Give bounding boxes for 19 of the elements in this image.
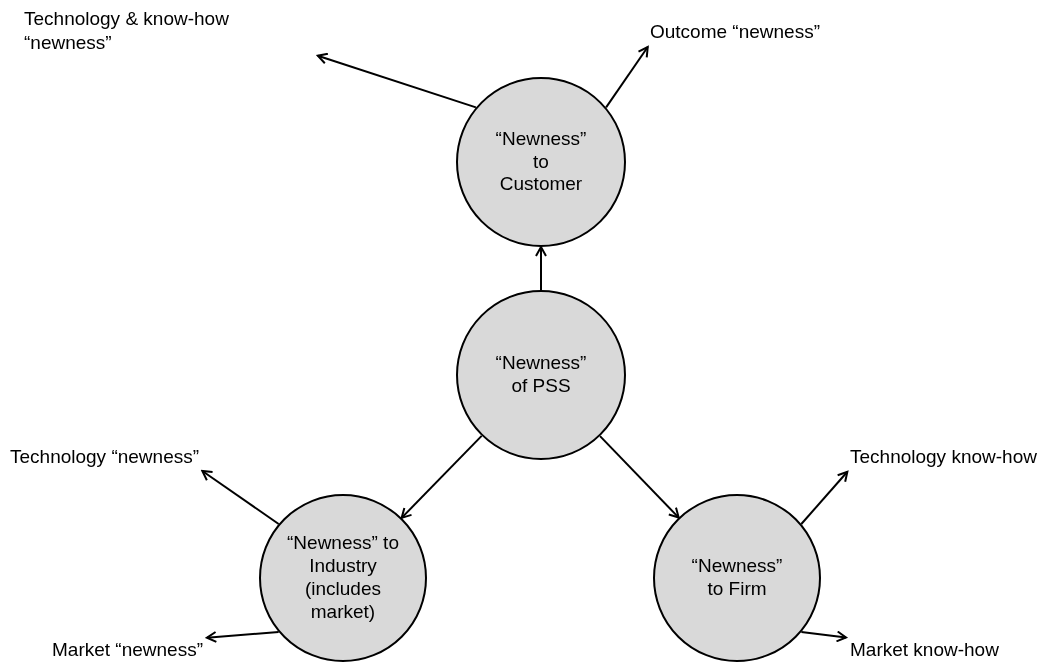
arrow [201,470,280,525]
outcome-label: Market “newness” [52,638,203,662]
outcome-label: Technology & know-how “newness” [24,7,314,55]
circle-label: “Newness” to Firm [690,555,784,601]
circle-label: “Newness” of PSS [494,352,588,398]
outcome-label: Technology know-how [850,445,1037,469]
arrow [400,434,483,519]
circle-label: “Newness” to Industry (includes market) [287,532,399,624]
outcome-label: Market know-how [850,638,999,662]
arrow [800,470,849,525]
outcome-label: Technology “newness” [10,445,200,469]
arrow [605,46,649,109]
arrow [800,630,848,643]
arrow [206,631,280,643]
outcome-label: Outcome “newness” [650,20,820,44]
circle-label: “Newness” to Customer [494,127,588,197]
arrow [316,52,477,109]
arrow [599,435,680,519]
arrow [535,246,547,291]
